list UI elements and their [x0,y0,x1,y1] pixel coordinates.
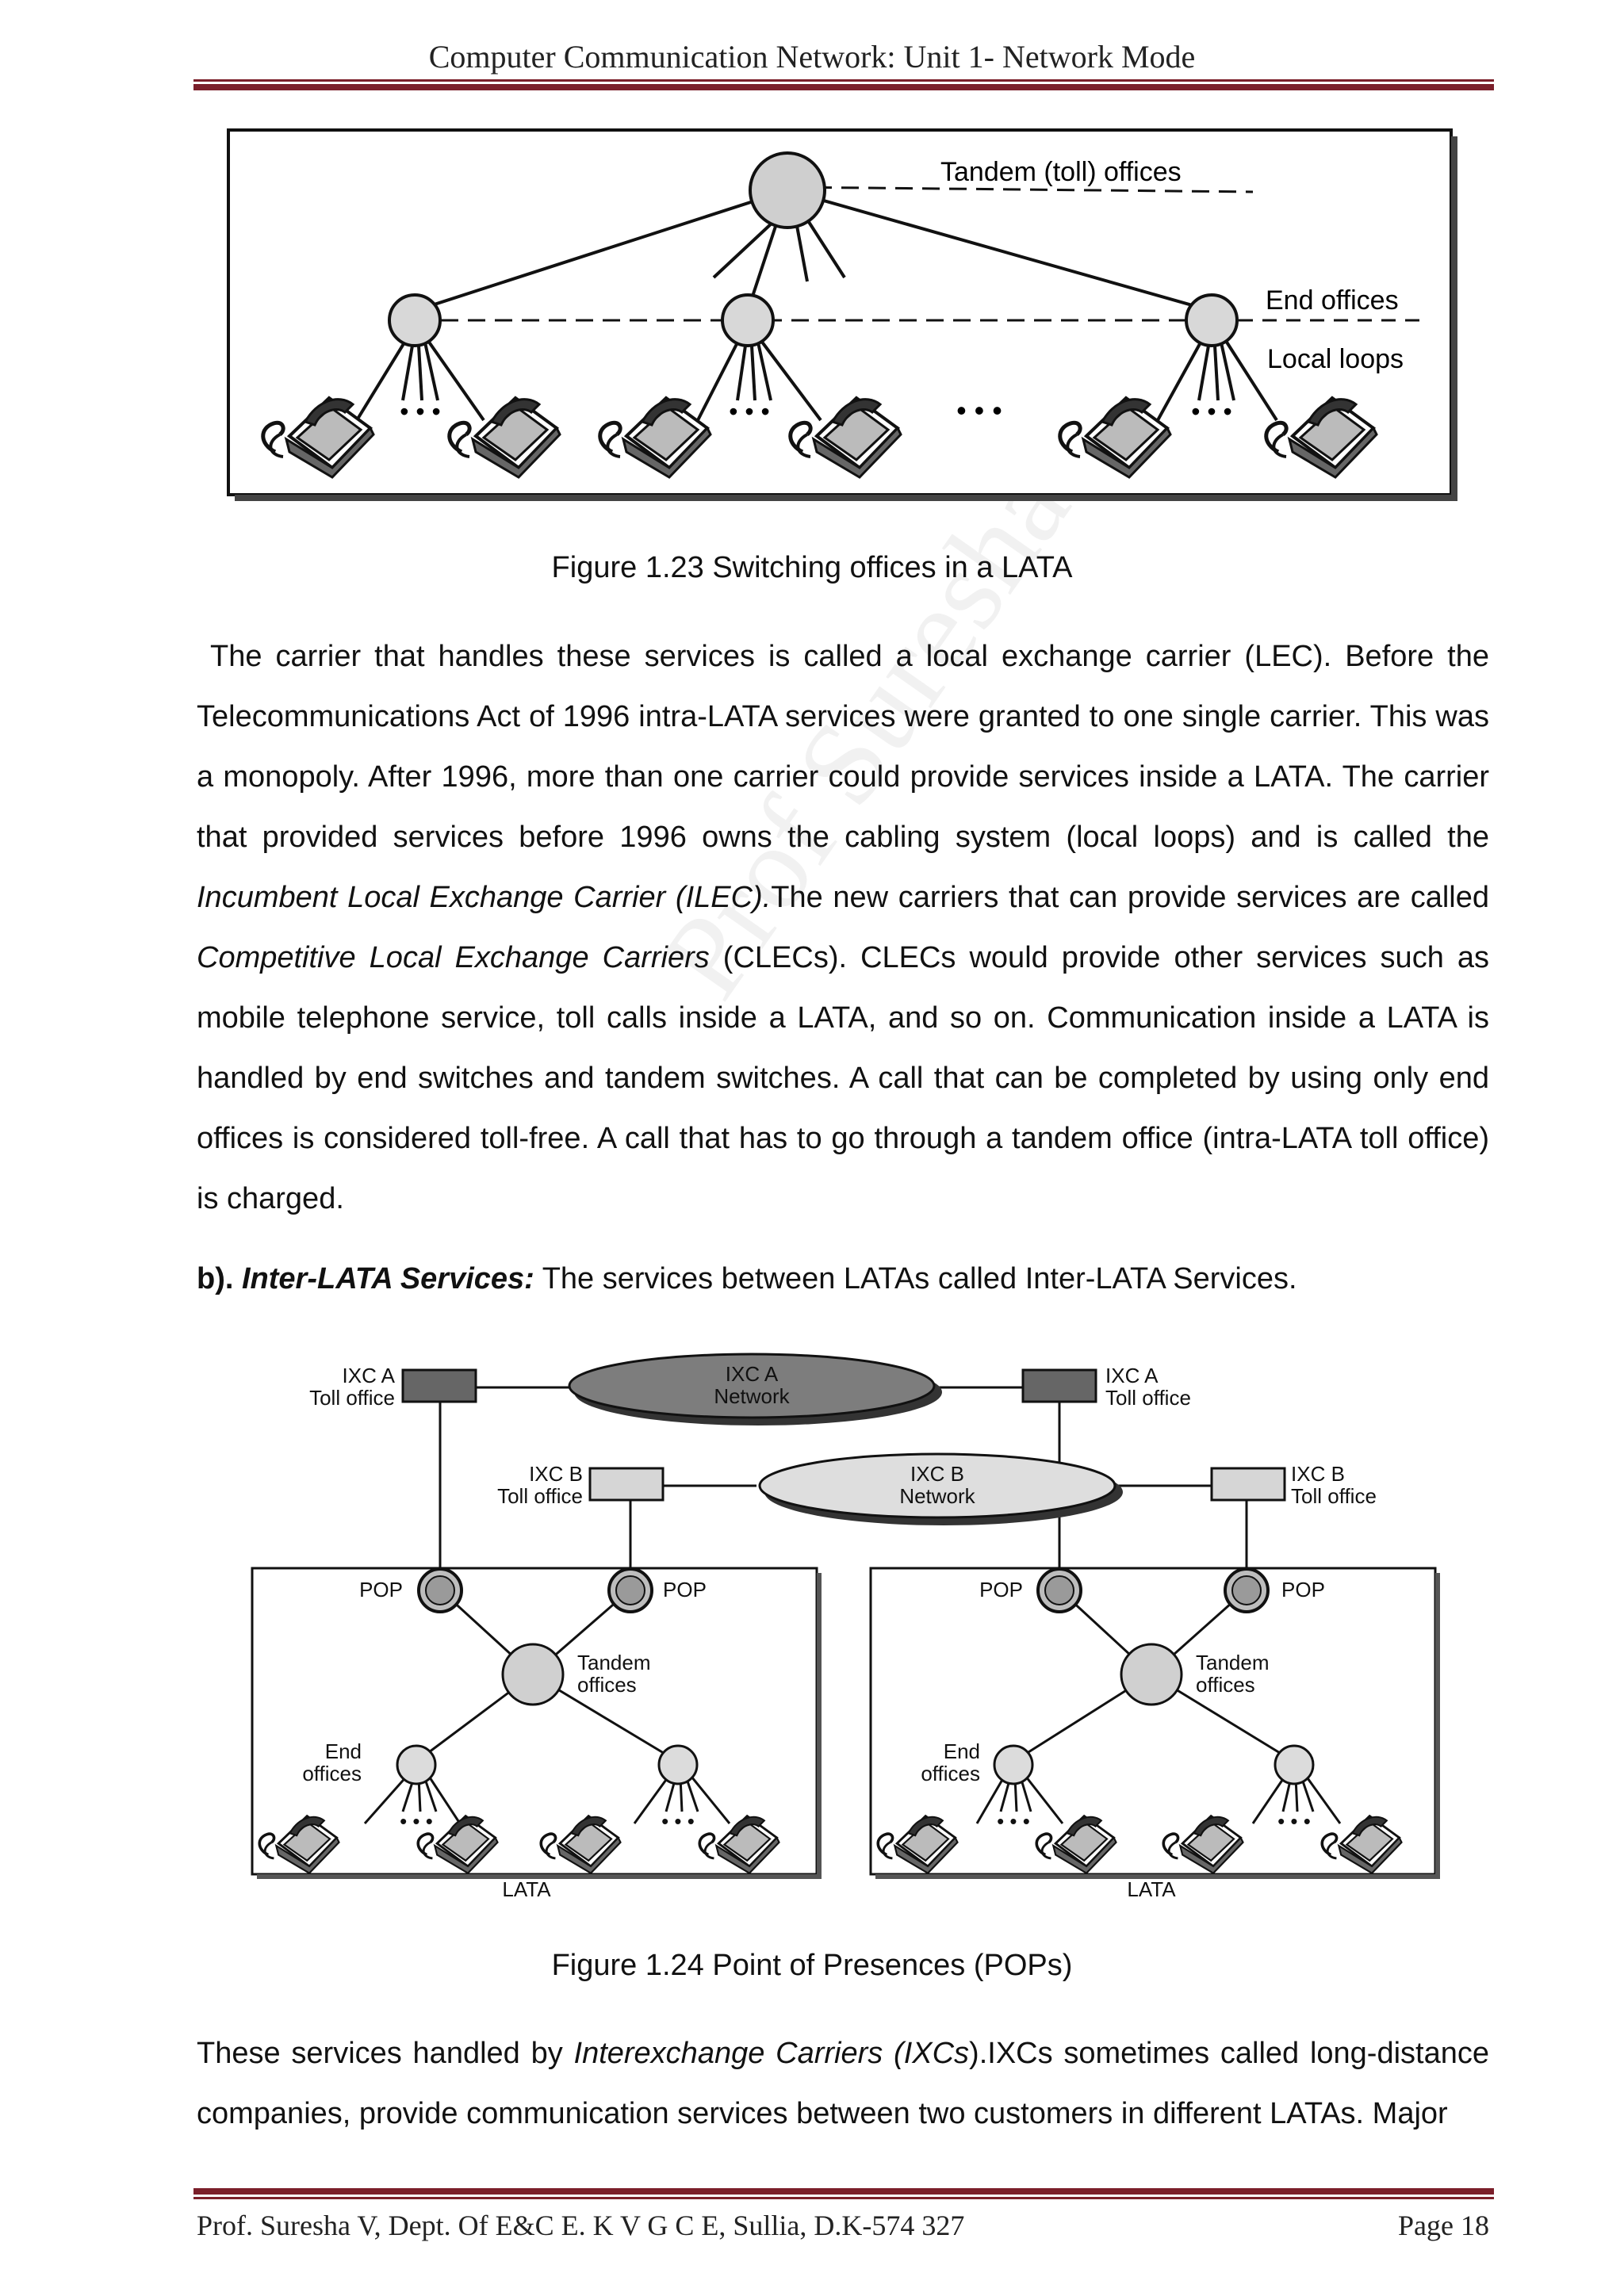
figure-1-24-pop-diagram: IXC A Toll office IXC A Network IXC A To… [251,1353,1440,1901]
page-header-title: Computer Communication Network: Unit 1- … [428,39,1196,75]
ixc-term: Interexchange Carriers (IXCs [573,2037,970,2070]
ixc-b-network-label-1: IXC B [910,1462,964,1486]
paragraph-ixc-part1: These services handled by [197,2037,574,2070]
ilec-term: Incumbent Local Exchange Carrier (ILEC). [197,881,772,914]
ellipsis-l2: • • • [661,1809,695,1833]
ellipsis-4: • • • [1191,397,1231,426]
tandem-label-right-1: Tandem [1196,1651,1270,1674]
lata-label-right: LATA [1127,1877,1176,1901]
ellipsis-3: • • • [956,394,1002,427]
clec-term: Competitive Local Exchange Carriers [197,941,710,974]
section-b-text: The services between LATAs called Inter-… [534,1262,1297,1295]
ixc-b-toll-right-label-2: Toll office [1291,1484,1377,1508]
paragraph-ixc: These services handled by Interexchange … [197,2023,1489,2144]
end-offices-left-1: End [325,1739,362,1763]
end-offices-label: End offices [1266,285,1399,316]
tandem-label-left-1: Tandem [577,1651,651,1674]
pop-label-4: POP [1281,1578,1325,1601]
ellipsis-1: • • • [400,397,440,426]
tandem-label-right-2: offices [1196,1673,1255,1697]
footer-page-number: Page 18 [1398,2210,1489,2241]
ixc-a-toll-label-1: IXC A [343,1364,396,1387]
section-b-title: Inter-LATA Services: [242,1262,534,1295]
footer-rule-thick [193,2188,1494,2195]
pop-label-3: POP [979,1578,1023,1601]
ellipsis-l1: • • • [400,1809,433,1833]
header-rule-thin [193,79,1494,82]
ixc-b-toll-right-label-1: IXC B [1291,1462,1345,1486]
pop-label-1: POP [359,1578,403,1601]
paragraph-lec-part1: The carrier that handles these services … [197,640,1489,854]
tandem-label-left-2: offices [577,1673,637,1697]
section-b-prefix: b). [197,1262,234,1295]
end-offices-right-2: offices [921,1762,980,1785]
ellipsis-2: • • • [729,397,769,426]
ixc-b-toll-label-2: Toll office [497,1484,583,1508]
tandem-offices-label: Tandem (toll) offices [940,157,1182,187]
ixc-a-network-label-1: IXC A [726,1362,779,1386]
figure-1-24-caption: Figure 1.24 Point of Presences (POPs) [551,1949,1073,1982]
section-b-heading: b). Inter-LATA Services: The services be… [197,1262,1297,1296]
footer-author: Prof. Suresha V, Dept. Of E&C E. K V G C… [197,2210,965,2241]
pop-label-2: POP [663,1578,707,1601]
ixc-a-toll-right-label-2: Toll office [1105,1386,1191,1410]
footer-rule-thin [193,2197,1494,2199]
figure-1-23-lata-switching-diagram: • • • • • • • • • • • • Tandem (toll) of… [227,128,1457,501]
ellipsis-r1: • • • [997,1809,1030,1833]
lata-label-left: LATA [502,1877,551,1901]
end-offices-left-2: offices [302,1762,362,1785]
paragraph-lec: The carrier that handles these services … [197,626,1489,1229]
ixc-a-network-label-2: Network [714,1384,790,1408]
paragraph-lec-part2: The new carriers that can provide servic… [771,881,1489,914]
local-loops-label: Local loops [1267,344,1404,374]
ellipsis-r2: • • • [1277,1809,1311,1833]
ixc-a-toll-right-label-1: IXC A [1105,1364,1159,1387]
ixc-b-toll-label-1: IXC B [529,1462,583,1486]
header-rule-thick [193,84,1494,90]
ixc-b-network-label-2: Network [899,1484,975,1508]
paragraph-ixc-part2: ).IXCs sometimes called long-distance co… [197,2037,1489,2130]
ixc-a-toll-label-2: Toll office [309,1386,395,1410]
end-offices-right-1: End [944,1739,980,1763]
paragraph-lec-part3: (CLECs). CLECs would provide other servi… [197,941,1490,1215]
figure-1-23-caption: Figure 1.23 Switching offices in a LATA [551,551,1073,584]
